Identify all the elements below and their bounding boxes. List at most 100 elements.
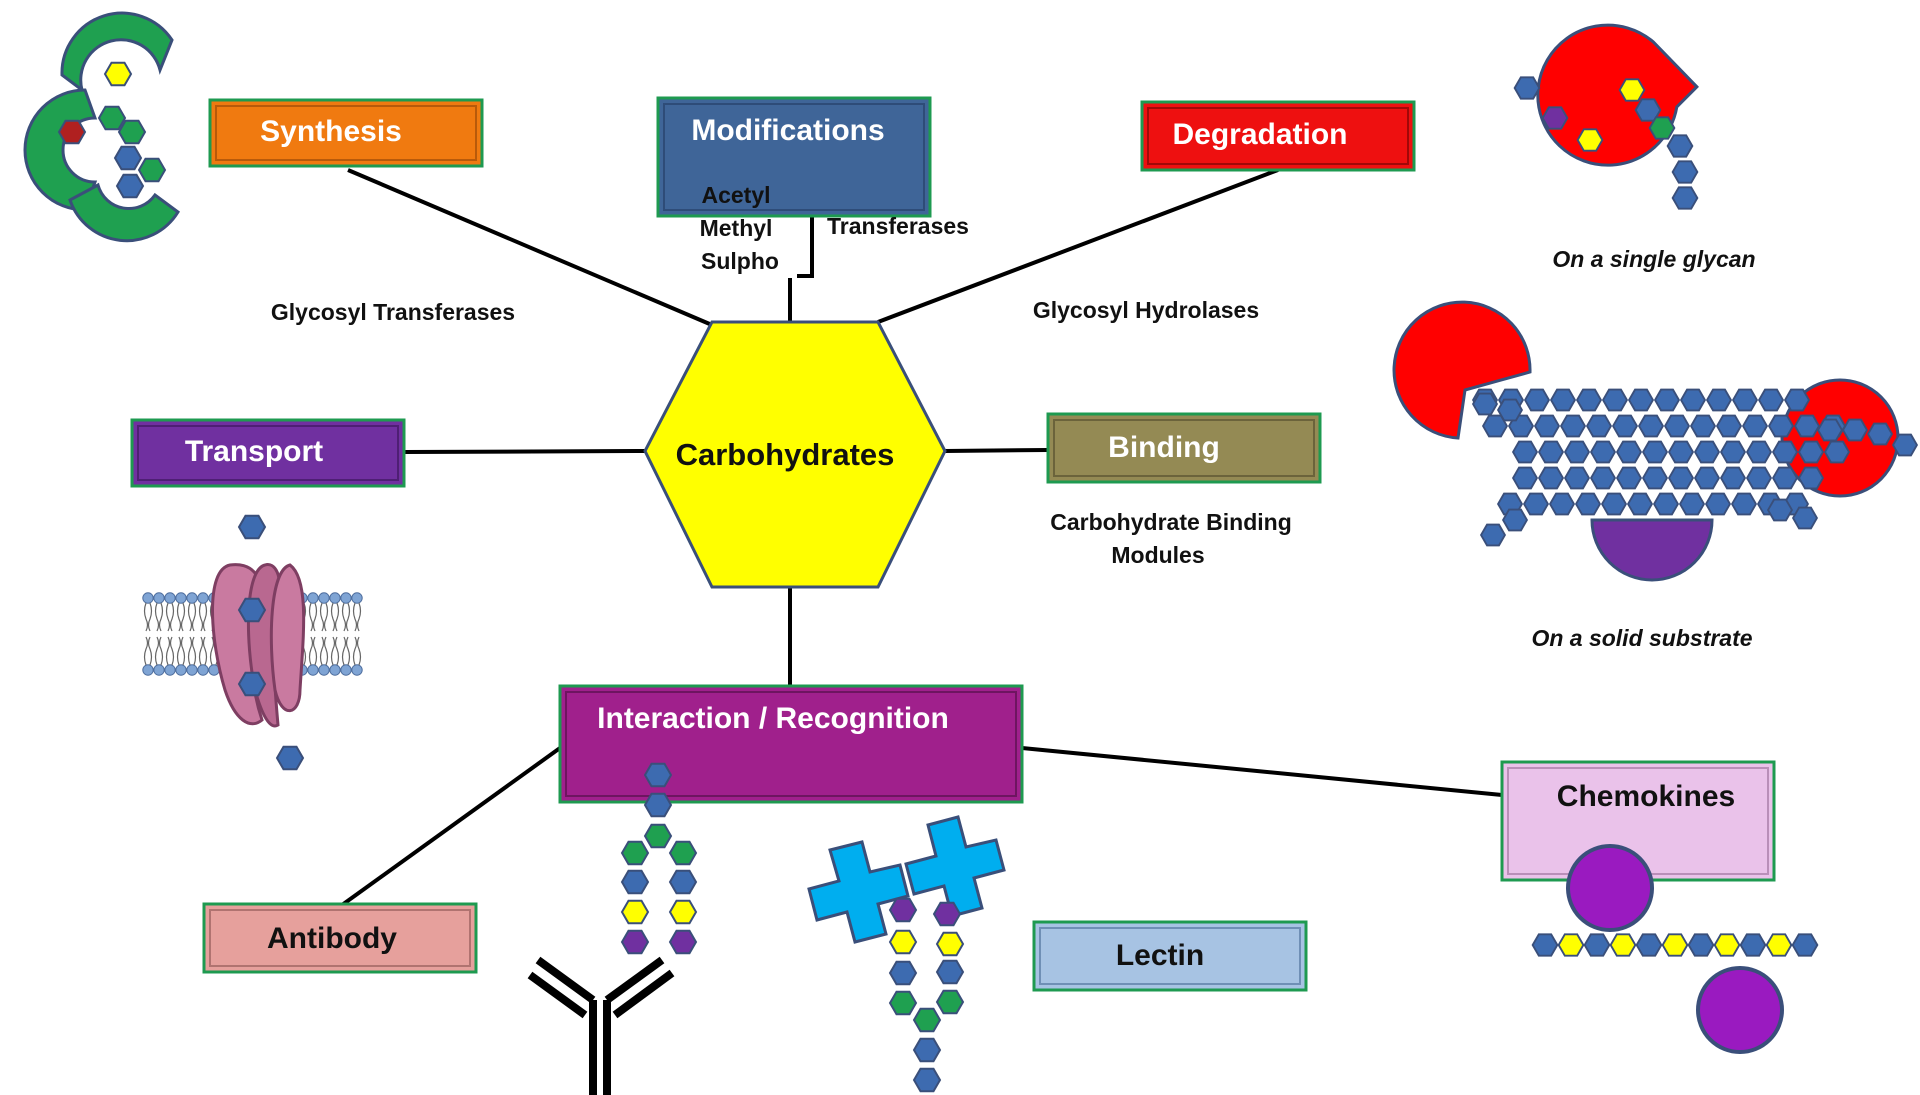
- lipid-tail: [187, 636, 197, 666]
- solid-substrate-caption: On a solid substrate: [1531, 625, 1752, 651]
- sugar-residue: [1892, 433, 1918, 457]
- sugar-residue: [1671, 160, 1699, 184]
- cbm-note-line1: Carbohydrate Binding: [1050, 509, 1292, 535]
- single-glycan-caption: On a single glycan: [1552, 246, 1755, 272]
- glycosyl-transferases-note: Glycosyl Transferases: [271, 299, 515, 325]
- sugar-residue: [1668, 440, 1694, 464]
- synthesis-label: Synthesis: [260, 115, 402, 148]
- sugar-residue: [1772, 440, 1798, 464]
- lipid-head: [197, 592, 209, 604]
- sugar-residue: [1664, 414, 1690, 438]
- lipid-head: [318, 664, 330, 676]
- sugar-residue: [1541, 106, 1569, 130]
- sugar-residue: [1666, 134, 1694, 158]
- sugar-residue: [1792, 506, 1818, 530]
- sugar-residue: [1706, 388, 1732, 412]
- sugar-residue: [1720, 440, 1746, 464]
- lectin-illustration: [807, 815, 1006, 944]
- sugar-residue: [621, 840, 649, 866]
- sugar-residue: [276, 745, 304, 771]
- sugar-residue: [621, 869, 649, 895]
- sugar-residue: [1497, 398, 1523, 422]
- transport-box: Transport: [130, 418, 406, 488]
- sugar-residue: [1716, 414, 1742, 438]
- methyl-note: Methyl: [700, 215, 773, 241]
- sugar-residue: [1549, 492, 1575, 516]
- lipid-tail: [330, 636, 340, 666]
- sugar-residue: [1609, 933, 1637, 957]
- sugar-residue: [1534, 414, 1560, 438]
- lipid-head: [340, 592, 352, 604]
- sugar-residue: [621, 929, 649, 955]
- sugar-residue: [1772, 466, 1798, 490]
- lipid-tail: [165, 602, 175, 632]
- sugar-residue: [1746, 440, 1772, 464]
- sugar-residue: [1480, 523, 1506, 547]
- sugar-residue: [1627, 492, 1653, 516]
- sugar-residue: [669, 840, 697, 866]
- sugar-residue: [669, 899, 697, 925]
- sugar-residue: [1638, 414, 1664, 438]
- lipid-head: [164, 664, 176, 676]
- sugar-residue: [889, 990, 917, 1016]
- lipid-head: [164, 592, 176, 604]
- sugar-residue: [1590, 466, 1616, 490]
- binding-label: Binding: [1108, 431, 1220, 464]
- sugar-residue: [1576, 388, 1602, 412]
- sugar-residue: [1628, 388, 1654, 412]
- lipid-tail: [319, 636, 329, 666]
- lipid-head: [153, 592, 165, 604]
- sugar-residue: [644, 823, 672, 849]
- sugar-residue: [1694, 440, 1720, 464]
- degradation-box: Degradation: [1140, 100, 1416, 172]
- sugar-residue: [1798, 440, 1824, 464]
- sugar-residue: [933, 901, 961, 927]
- sugar-residue: [1538, 440, 1564, 464]
- modifications-label: Modifications: [691, 114, 884, 147]
- lipid-tail: [341, 602, 351, 632]
- sugar-residue: [1661, 933, 1689, 957]
- lipid-tail: [143, 636, 153, 666]
- binding-box: Binding: [1046, 412, 1322, 484]
- sugar-residue: [1680, 388, 1706, 412]
- lipid-tail: [341, 636, 351, 666]
- synthesis-illustration: [23, 11, 180, 243]
- sugar-residue: [1765, 933, 1793, 957]
- lipid-tail: [176, 602, 186, 632]
- lipid-tail: [154, 602, 164, 632]
- lipid-head: [307, 592, 319, 604]
- synthesis-box: Synthesis: [208, 98, 484, 168]
- sulpho-note: Sulpho: [701, 248, 779, 274]
- lipid-head: [175, 664, 187, 676]
- sugar-residue: [1705, 492, 1731, 516]
- sugar-residue: [104, 61, 132, 87]
- sugar-residue: [1768, 414, 1794, 438]
- sugar-residue: [116, 173, 144, 199]
- sugar-residue: [1560, 414, 1586, 438]
- carbohydrates-hexagon: [643, 320, 947, 589]
- lipid-tail: [154, 636, 164, 666]
- sugar-residue: [1616, 466, 1642, 490]
- sugar-residue: [936, 959, 964, 985]
- sugar-residue: [1668, 466, 1694, 490]
- sugar-residue: [1720, 466, 1746, 490]
- lipid-tail: [198, 602, 208, 632]
- sugar-residue: [1523, 492, 1549, 516]
- sugar-residue: [1739, 933, 1767, 957]
- sugar-residue: [1784, 388, 1810, 412]
- lipid-head: [175, 592, 187, 604]
- sugar-residue: [1794, 414, 1820, 438]
- acetyl-note: Acetyl: [701, 182, 770, 208]
- sugar-residue: [118, 119, 146, 145]
- lectin-label: Lectin: [1116, 939, 1204, 972]
- sugar-residue: [1472, 392, 1498, 416]
- sugar-residue: [114, 145, 142, 171]
- lipid-tail: [176, 636, 186, 666]
- sugar-residue: [1538, 466, 1564, 490]
- sugar-residue: [936, 989, 964, 1015]
- sugar-residue: [1746, 466, 1772, 490]
- sugar-residue: [1671, 186, 1699, 210]
- lipid-head: [351, 664, 363, 676]
- lipid-tail: [330, 602, 340, 632]
